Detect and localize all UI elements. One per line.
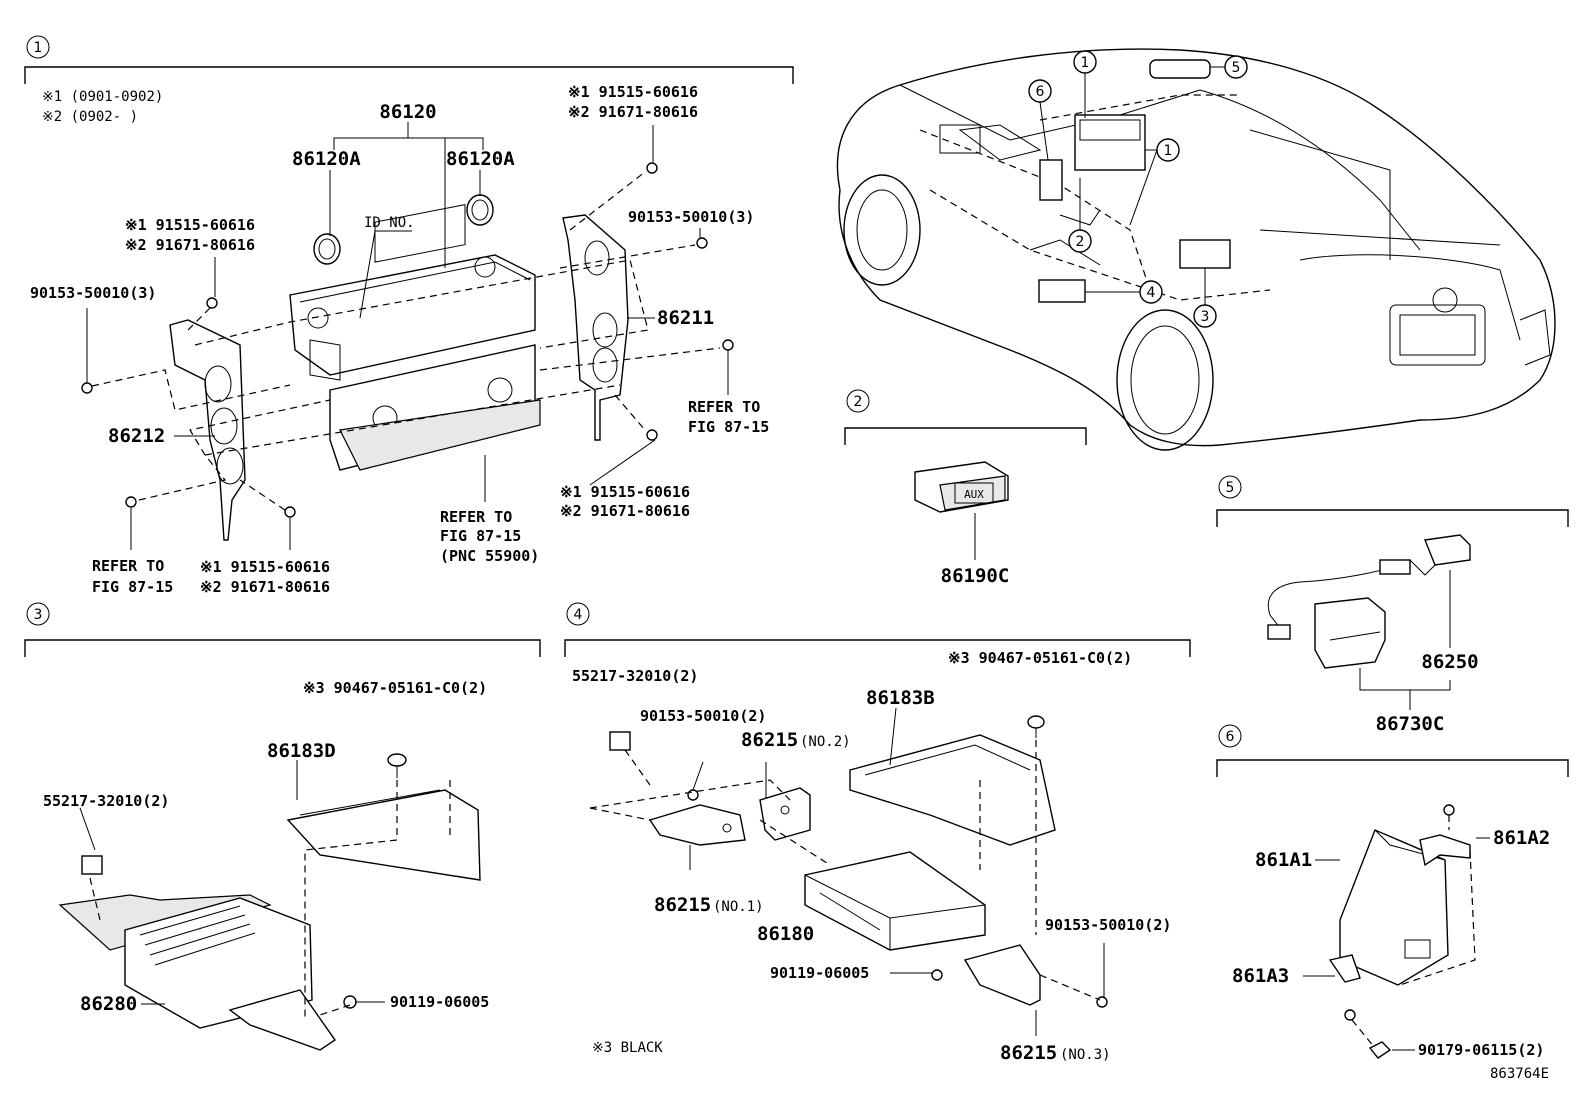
refer-right-2: FIG 87-15 (688, 418, 769, 436)
car-overview-illustration (836, 48, 1556, 451)
label-top-left-note2: ※2 91671-80616 (125, 236, 255, 254)
label-bottom-right-note2: ※2 91671-80616 (560, 502, 690, 520)
section-5-art: 86250 86730C (1267, 534, 1479, 735)
svg-text:3: 3 (1201, 309, 1210, 325)
svg-text:1: 1 (1164, 143, 1173, 159)
svg-text:4: 4 (1147, 285, 1156, 301)
car-callouts: 1 5 6 1 2 4 3 (1028, 50, 1248, 328)
label-86183d: 86183D (267, 740, 336, 762)
label-86183b: 86183B (866, 687, 935, 709)
section-3-art (58, 753, 481, 1051)
label-90467-s3: ※3 90467-05161-C0(2) (303, 679, 487, 697)
label-no2: (NO.2) (800, 734, 851, 750)
label-86211: 86211 (657, 307, 714, 329)
section-6-art: 861A2 861A1 861A3 90179-06115(2) (1232, 804, 1550, 1059)
section-4-marker: 4 (564, 602, 1191, 657)
label-top-left-note1: ※1 91515-60616 (125, 216, 255, 234)
label-86120: 86120 (379, 101, 436, 123)
label-86730c: 86730C (1376, 713, 1445, 735)
section-4-art (589, 707, 1108, 1036)
svg-text:6: 6 (1226, 729, 1235, 745)
label-90467-s4: ※3 90467-05161-C0(2) (948, 649, 1132, 667)
refer-center-1: REFER TO (440, 508, 512, 526)
label-90179: 90179-06115(2) (1418, 1041, 1544, 1059)
label-black-note: ※3 BLACK (592, 1040, 663, 1056)
label-top-right-note1: ※1 91515-60616 (568, 83, 698, 101)
label-90153-s4-top: 90153-50010(2) (640, 707, 766, 725)
section-2-marker: 2 (844, 389, 1087, 445)
label-top-right-note2: ※2 91671-80616 (568, 103, 698, 121)
svg-text:5: 5 (1232, 60, 1241, 76)
section-3-marker: 3 (24, 602, 541, 657)
section-2-art: AUX 86190C (914, 461, 1010, 587)
label-861a3: 861A3 (1232, 965, 1289, 987)
label-90119-s3: 90119-06005 (390, 993, 489, 1011)
label-no3: (NO.3) (1060, 1047, 1111, 1063)
section-1-marker: 1 (24, 35, 794, 84)
aux-label: AUX (964, 488, 984, 501)
label-86280: 86280 (80, 993, 137, 1015)
svg-text:6: 6 (1036, 84, 1045, 100)
refer-center-3: (PNC 55900) (440, 547, 539, 565)
refer-center-2: FIG 87-15 (440, 527, 521, 545)
label-86120a-right: 86120A (446, 148, 515, 170)
section-3-labels: ※3 90467-05161-C0(2) 86183D 55217-32010(… (43, 679, 489, 1015)
svg-text:2: 2 (1076, 234, 1085, 250)
section-5-marker: 5 (1216, 475, 1569, 527)
refer-right-1: REFER TO (688, 398, 760, 416)
refer-left-2: FIG 87-15 (92, 578, 173, 596)
svg-text:1: 1 (34, 40, 43, 56)
svg-text:3: 3 (34, 607, 43, 623)
label-861a2: 861A2 (1493, 827, 1550, 849)
label-86215-no3: 86215 (1000, 1042, 1057, 1064)
svg-text:1: 1 (1081, 55, 1090, 71)
label-861a1: 861A1 (1255, 849, 1312, 871)
note-2: ※2 (0902- ) (42, 109, 138, 125)
label-86120a-left: 86120A (292, 148, 361, 170)
section-6-marker: 6 (1216, 724, 1569, 777)
section-4-labels: 55217-32010(2) ※3 90467-05161-C0(2) 9015… (572, 649, 1171, 1064)
refer-left-1: REFER TO (92, 557, 164, 575)
label-bottom-right-note1: ※1 91515-60616 (560, 483, 690, 501)
svg-text:2: 2 (854, 394, 863, 410)
label-id-no: ID NO. (364, 215, 415, 231)
label-55217-s3: 55217-32010(2) (43, 792, 169, 810)
label-no1: (NO.1) (713, 899, 764, 915)
label-90119-s4: 90119-06005 (770, 964, 869, 982)
label-55217-s4: 55217-32010(2) (572, 667, 698, 685)
label-86180: 86180 (757, 923, 814, 945)
svg-text:4: 4 (574, 607, 583, 623)
label-86250: 86250 (1421, 651, 1478, 673)
svg-text:5: 5 (1226, 480, 1235, 496)
label-90153-right: 90153-50010(3) (628, 208, 754, 226)
label-86190c: 86190C (941, 565, 1010, 587)
label-bottom-left-note1: ※1 91515-60616 (200, 558, 330, 576)
footer-code: 863764E (1490, 1066, 1549, 1082)
label-86215-no1: 86215 (654, 894, 711, 916)
label-86215-no2: 86215 (741, 729, 798, 751)
section-1-art (81, 122, 734, 550)
label-86212: 86212 (108, 425, 165, 447)
label-90153-left: 90153-50010(3) (30, 284, 156, 302)
note-1: ※1 (0901-0902) (42, 89, 163, 105)
section-1-labels: ※1 (0901-0902) ※2 (0902- ) 86120 86120A … (30, 83, 769, 596)
label-90153-s4-bottom: 90153-50010(2) (1045, 916, 1171, 934)
label-bottom-left-note2: ※2 91671-80616 (200, 578, 330, 596)
